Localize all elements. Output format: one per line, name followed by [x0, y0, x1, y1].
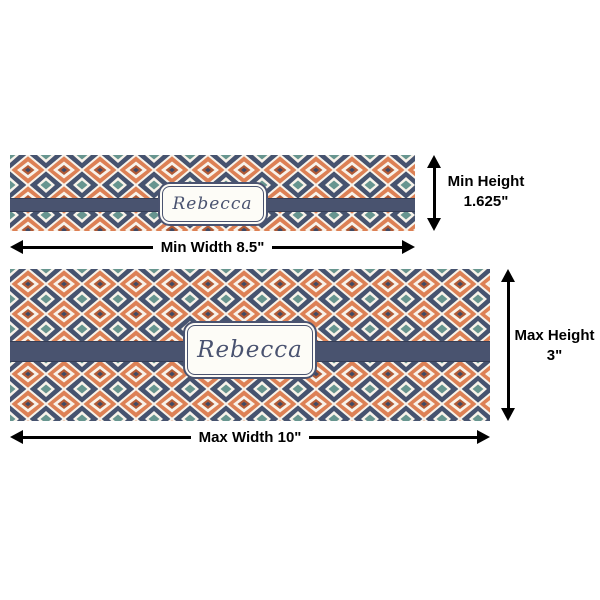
name-plaque-inner: Rebecca	[161, 186, 264, 222]
arrow-left-icon	[10, 240, 23, 254]
arrow-line	[272, 245, 403, 249]
arrow-line	[23, 435, 191, 439]
name-plaque-inner: Rebecca	[187, 325, 313, 375]
arrow-up-icon	[427, 155, 441, 168]
min-width-label: Min Width 8.5"	[160, 238, 265, 256]
min-height-label: Min Height 1.625"	[441, 172, 531, 212]
arrow-down-icon	[427, 218, 441, 231]
max-height-label: Max Height 3"	[512, 326, 597, 366]
arrow-up-icon	[501, 269, 515, 282]
arrow-line	[23, 245, 153, 249]
arrow-left-icon	[10, 430, 23, 444]
min-height-text: Min Height	[447, 173, 525, 190]
banner-max-preview: Rebecca	[10, 269, 490, 421]
arrow-line	[309, 435, 478, 439]
arrow-right-icon	[402, 240, 416, 254]
personalized-name: Rebecca	[197, 337, 303, 363]
max-height-text: Max Height	[514, 327, 595, 344]
max-height-arrow-icon	[500, 269, 516, 421]
arrow-down-icon	[501, 408, 515, 421]
arrow-line	[506, 282, 510, 408]
arrow-right-icon	[477, 430, 491, 444]
min-height-arrow-icon	[426, 155, 442, 231]
personalized-name: Rebecca	[172, 194, 253, 214]
banner-min-preview: Rebecca	[10, 155, 415, 231]
min-width-arrow-icon: Min Width 8.5"	[10, 238, 416, 256]
name-plaque: Rebecca	[157, 182, 268, 226]
min-height-value: 1.625"	[463, 193, 509, 210]
name-plaque: Rebecca	[183, 321, 317, 379]
max-height-value: 3"	[546, 347, 563, 364]
max-width-label: Max Width 10"	[198, 428, 302, 446]
arrow-line	[432, 168, 436, 218]
max-width-arrow-icon: Max Width 10"	[10, 428, 491, 446]
